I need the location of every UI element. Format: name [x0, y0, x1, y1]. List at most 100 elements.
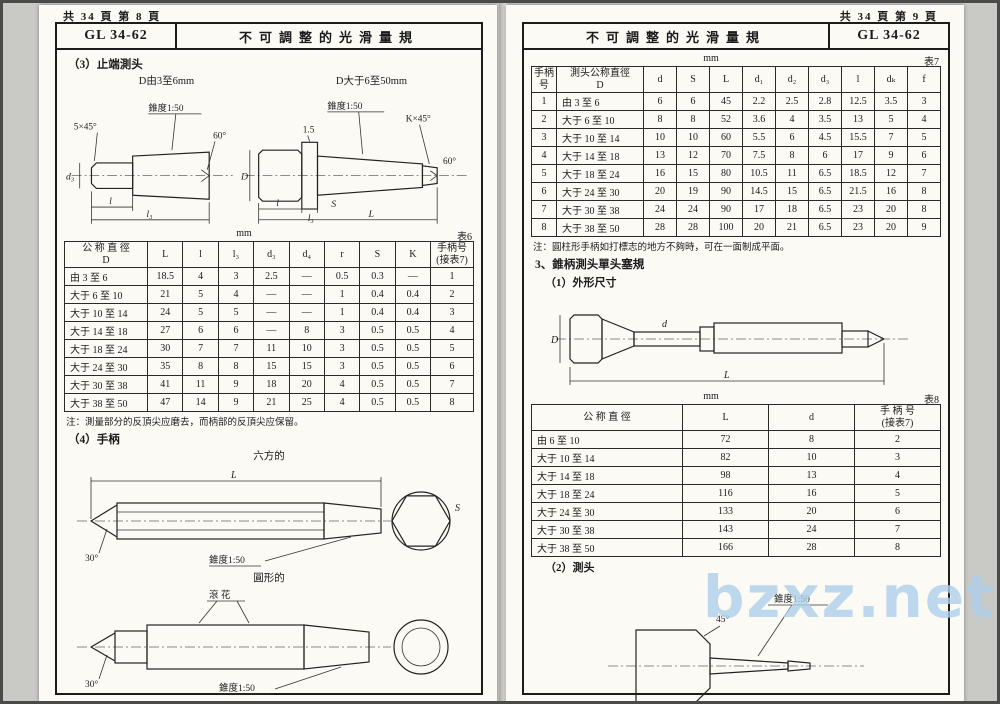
- taper-label: 錐度1:50: [148, 102, 183, 114]
- center-hole: [429, 170, 438, 181]
- table-cell: 70: [709, 146, 743, 165]
- table-cell: 0.5: [359, 321, 396, 340]
- table-cell: 大于 10 至 14: [64, 303, 148, 322]
- table-cell: 3: [430, 303, 474, 322]
- table-cell: 大于 14 至 18: [556, 146, 644, 165]
- table-cell: 0.5: [359, 339, 396, 358]
- knurl-label: 滾 花: [209, 589, 231, 601]
- table-cell: 24: [146, 303, 184, 322]
- table6-caption: 表6: [457, 232, 472, 243]
- table-cell: 7: [907, 164, 941, 183]
- stop-end-head-small-drawing: 5×45° 錐度1:50 60° d₃ l l: [66, 102, 233, 224]
- table-cell: —: [253, 303, 290, 322]
- table-cell: 19: [676, 182, 710, 201]
- table-cell: 11: [182, 375, 219, 394]
- chamfer-label: K×45°: [405, 114, 430, 125]
- column-header: K: [394, 241, 432, 268]
- table-cell: 9: [874, 146, 908, 165]
- table-cell: 8: [768, 430, 855, 449]
- D-dim-label: D: [241, 172, 248, 183]
- taper-end: [303, 624, 370, 670]
- table-cell: 7: [217, 339, 255, 358]
- table-cell: 大于 24 至 30: [64, 357, 148, 376]
- table-cell: 98: [682, 466, 769, 485]
- table-cell: 3: [854, 448, 941, 467]
- table-cell: 24: [643, 200, 677, 219]
- table-cell: 2.5: [253, 267, 290, 286]
- l3-dim-label: l₃: [146, 209, 152, 220]
- table-cell: 5: [182, 303, 219, 322]
- table-cell: 8: [775, 146, 809, 165]
- table-cell: 4: [907, 110, 941, 129]
- section-3-heading: 3、錐柄測头單头塞規: [535, 259, 645, 271]
- round-handle-caption: 圓形的: [253, 573, 285, 584]
- sub2-heading: （2）測头: [545, 562, 595, 574]
- l-dim-label: l: [109, 196, 112, 207]
- cross-section-circle: [391, 491, 451, 551]
- page-frame: GL 34-62 不可調整的光滑量規 （3）止端測头 D由3至6mm D大于6至…: [55, 22, 483, 695]
- table-cell: 5: [874, 110, 908, 129]
- table-cell: 18: [253, 375, 290, 394]
- hex-handle-caption: 六方的: [253, 451, 285, 462]
- lead-taper-top: [90, 632, 116, 648]
- table-cell: 20: [742, 218, 776, 237]
- table-cell: 大于 18 至 24: [531, 484, 683, 503]
- table-cell: 10.5: [742, 164, 776, 183]
- table-cell: 5: [907, 128, 941, 147]
- table-cell: 6.5: [808, 218, 842, 237]
- table-cell: 11: [253, 339, 290, 358]
- table-cell: 24: [768, 520, 855, 539]
- column-header: d: [643, 66, 677, 93]
- table-cell: 15: [775, 182, 809, 201]
- table-cell: 8: [288, 321, 325, 340]
- table-cell: 6.5: [808, 164, 842, 183]
- column-header: 公 称 直 徑 D: [64, 241, 148, 268]
- table-cell: 5.5: [742, 128, 776, 147]
- table-cell: 6: [182, 321, 219, 340]
- handle-tip: [841, 330, 869, 348]
- table-cell: 45: [709, 92, 743, 111]
- table-cell: 90: [709, 182, 743, 201]
- sub1-heading: （1）外形尺寸: [545, 277, 617, 289]
- column-header: d₃: [253, 241, 290, 268]
- table-cell: 5: [531, 164, 557, 183]
- hex-handle-drawing: L 30° 錐度1:50 S: [77, 470, 460, 567]
- column-header: r: [323, 241, 361, 268]
- table-cell: 大于 10 至 14: [556, 128, 644, 147]
- table-cell: 13: [643, 146, 677, 165]
- table-cell: 14: [182, 393, 219, 412]
- angle-leader: [98, 528, 108, 554]
- angle-label: 30°: [85, 553, 99, 564]
- L-dim-label: L: [230, 470, 237, 481]
- table-cell: 21: [253, 393, 290, 412]
- angle-label: 60°: [213, 130, 226, 141]
- table-cell: 0.5: [359, 393, 396, 412]
- table-cell: 3.5: [808, 110, 842, 129]
- table-cell: 大于 14 至 18: [64, 321, 148, 340]
- table-cell: 0.5: [394, 393, 432, 412]
- table-cell: 0.4: [359, 303, 396, 322]
- table-cell: 大于 38 至 50: [531, 538, 683, 557]
- table-cell: 35: [146, 357, 184, 376]
- table-cell: 12: [676, 146, 710, 165]
- d-dim-label: d: [662, 319, 668, 330]
- table-cell: 16: [643, 164, 677, 183]
- table-cell: 0.5: [394, 357, 432, 376]
- table-cell: 5: [430, 339, 474, 358]
- standard-code: GL 34-62: [57, 24, 177, 48]
- table-cell: 23: [841, 200, 875, 219]
- table-cell: 20: [643, 182, 677, 201]
- column-header: l: [182, 241, 219, 268]
- r15-leader: [306, 135, 310, 142]
- table-cell: —: [253, 321, 290, 340]
- table-cell: 9: [907, 218, 941, 237]
